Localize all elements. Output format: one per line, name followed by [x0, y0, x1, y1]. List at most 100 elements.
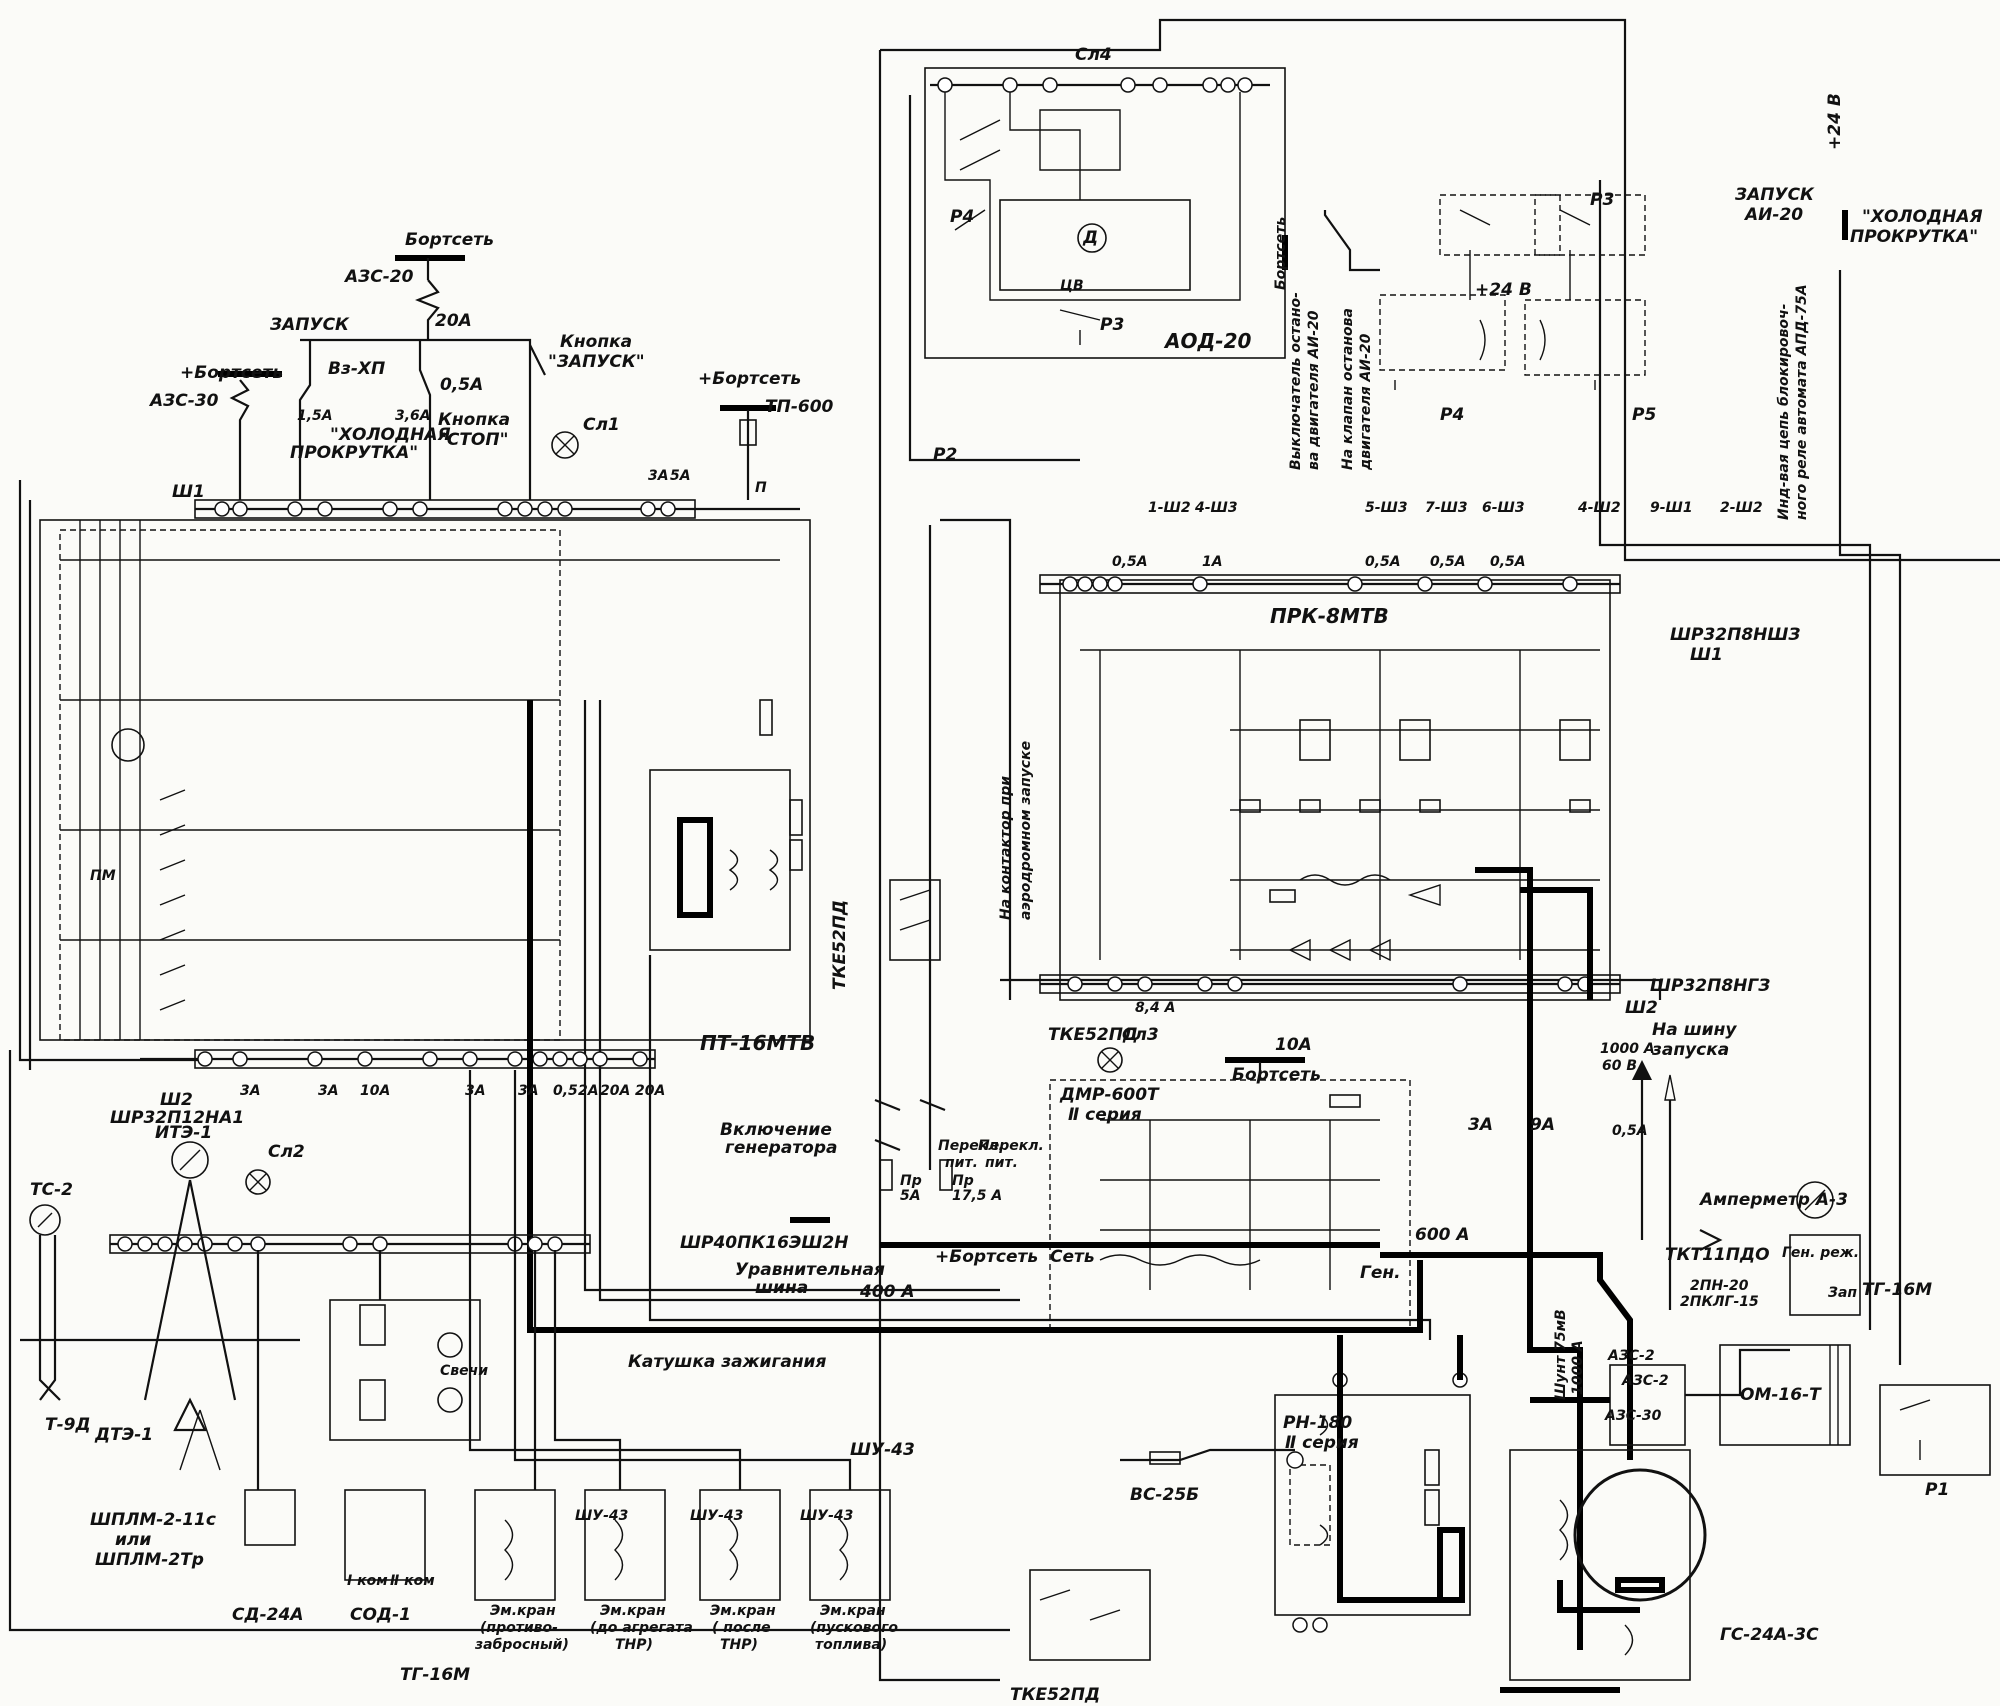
label-shunt-a: Шунт 75мВ — [1553, 1309, 1569, 1400]
label-sl3: Сл3 — [1122, 1025, 1159, 1045]
label-tke-vertical: ТКЕ52ПД — [830, 900, 850, 990]
rn-180-block — [1120, 1335, 1471, 1633]
label-blok-b: ного реле автомата АПД-75А — [1794, 284, 1810, 520]
label-holod-b: ПРОКРУТКА" — [290, 443, 418, 463]
label-ii-kom: Ⅱ ком — [390, 1573, 435, 1589]
label-urav-a: Уравнительная — [735, 1260, 885, 1280]
label-azs20: АЗС-20 — [343, 267, 414, 287]
label-zapusk: ЗАПУСК — [269, 315, 350, 335]
label-shr32-top-sub: Ш1 — [1690, 645, 1723, 665]
label-400a: 400 А — [859, 1282, 915, 1302]
label-sd24: СД-24А — [232, 1605, 304, 1625]
label-t9d: Т-9Д — [45, 1415, 91, 1435]
gs-24a-3s-generator — [1500, 1348, 1790, 1693]
label-bortset-top: Бортсеть — [405, 230, 494, 250]
label-a1: 1А — [1202, 554, 1223, 570]
label-i-kom: Ⅰ ком — [347, 1573, 388, 1589]
label-zapusk-ai-b: АИ-20 — [1743, 205, 1803, 225]
label-prk: ПРК-8МТВ — [1270, 604, 1389, 628]
label-tp600: ТП-600 — [765, 397, 834, 417]
label-a05-4: 0,5А — [1490, 554, 1526, 570]
label-na-shinu-a: На шину — [1652, 1020, 1737, 1040]
label-w3: 4-Ш3 — [1194, 500, 1238, 516]
label-tkt: ТКТ11ПДО — [1665, 1245, 1770, 1265]
label-sod1: СОД-1 — [350, 1605, 411, 1625]
label-urav-b: шина — [755, 1278, 808, 1298]
label-vkl-gen-b: генератора — [725, 1138, 838, 1158]
label-azs2b: АЗС-2 — [1621, 1373, 1669, 1389]
label-05a-right: 0,5А — [1612, 1123, 1648, 1139]
label-pr5-val: 5А — [900, 1188, 921, 1204]
label-perekl-1: Перекл. — [938, 1138, 1004, 1154]
label-em1-a: Эм.кран — [490, 1603, 556, 1619]
label-dmr-series: Ⅱ серия — [1068, 1105, 1142, 1125]
label-3a: 3А — [1468, 1115, 1493, 1135]
label-w6: 6-Ш3 — [1482, 500, 1525, 516]
label-aod20: АОД-20 — [1163, 329, 1252, 353]
label-plus-bortset-mid: +Бортсеть — [698, 369, 801, 389]
label-vz-hp: Вз-ХП — [328, 359, 385, 379]
label-shr32-bottom-sub: Ш2 — [1625, 998, 1658, 1018]
label-vykl-b: ва двигателя АИ-20 — [1306, 310, 1322, 470]
label-blok-a: Инд-вая цепь блокировоч- — [1776, 303, 1792, 520]
label-pn20: 2ПН-20 — [1690, 1278, 1749, 1294]
label-gs24: ГС-24А-3С — [1720, 1625, 1819, 1645]
label-sh2-type: ШР32П12НА1 — [110, 1108, 244, 1128]
label-knopka-zap-b: "ЗАПУСК" — [548, 352, 645, 372]
label-sh2-2a: 2А — [578, 1083, 599, 1099]
label-p: П — [755, 480, 767, 496]
label-katushka: Катушка зажигания — [628, 1352, 826, 1372]
label-vykl-a: Выключатель остано- — [1288, 292, 1304, 470]
label-bortset-bus: Бортсеть — [1232, 1065, 1321, 1085]
label-w5: 5-Ш3 — [1365, 500, 1408, 516]
label-shr32-top: ШР32П8НШЗ — [1670, 625, 1800, 645]
label-ammeter: Амперметр А-3 — [1698, 1190, 1848, 1210]
label-p3: Р3 — [1590, 190, 1614, 210]
label-600a: 600 А — [1415, 1225, 1470, 1245]
label-shplm-b: ШПЛМ-2Тр — [95, 1550, 204, 1570]
label-em2-a: Эм.кран — [600, 1603, 666, 1619]
label-vkl-gen-a: Включение — [720, 1120, 832, 1140]
label-sh2-20a-2: 20А — [635, 1083, 665, 1099]
label-a84: 8,4 А — [1135, 1000, 1176, 1016]
label-em2-b: (до агрегата — [590, 1620, 693, 1636]
relays-top-right — [1282, 194, 1848, 390]
label-shu43-4: ШУ-43 — [850, 1440, 915, 1460]
label-dmr: ДМР-600Т — [1059, 1085, 1160, 1105]
label-zap: Зап — [1828, 1285, 1857, 1301]
label-pr175-val: 17,5 А — [952, 1188, 1002, 1204]
label-shu43-3: ШУ-43 — [800, 1508, 853, 1524]
labels: Бортсеть АЗС-20 20А ЗАПУСК Вз-ХП Кнопка … — [30, 45, 1983, 1705]
label-holod-a: "ХОЛОДНАЯ — [330, 425, 451, 445]
label-9a: 9А — [1530, 1115, 1555, 1135]
label-plus-bortset-left: +Бортсеть — [180, 363, 283, 383]
label-plus24-mid: +24 В — [1475, 280, 1532, 300]
label-dte1: ДТЭ-1 — [94, 1425, 153, 1445]
label-tsv: ЦВ — [1060, 278, 1084, 294]
label-knopka-zap-a: Кнопка — [560, 332, 632, 352]
label-w4sh2: 4-Ш2 — [1577, 500, 1621, 516]
label-a05-2: 0,5А — [1365, 554, 1401, 570]
label-sh1: Ш1 — [172, 482, 205, 502]
label-15a: 1,5А — [297, 408, 333, 424]
label-sh2-3a-2: 3А — [318, 1083, 339, 1099]
label-05a: 0,5А — [440, 375, 483, 395]
label-sh2-3a-1: 3А — [240, 1083, 261, 1099]
label-vs25: ВС-25Б — [1130, 1485, 1199, 1505]
label-a05-3: 0,5А — [1430, 554, 1466, 570]
label-sl4: Сл4 — [1075, 45, 1112, 65]
label-tg16-right: ТГ-16М — [1862, 1280, 1932, 1300]
label-em3-c: ТНР) — [720, 1637, 758, 1653]
label-set: Сеть — [1050, 1247, 1095, 1267]
label-1000a: 1000 А — [1600, 1041, 1655, 1057]
label-gen: Ген. — [1360, 1263, 1401, 1283]
label-5a-sh1: 5А — [670, 468, 691, 484]
label-pklg: 2ПКЛГ-15 — [1680, 1294, 1759, 1310]
aod-20-block — [924, 67, 1286, 359]
label-pm: ПМ — [90, 868, 116, 884]
label-20a: 20А — [435, 311, 472, 331]
label-pr175: Пр — [952, 1173, 974, 1189]
label-sh2-05: 0,5 — [553, 1083, 578, 1099]
label-p1: Р1 — [1925, 1480, 1949, 1500]
label-sh2-3a-4: 3А — [518, 1083, 539, 1099]
